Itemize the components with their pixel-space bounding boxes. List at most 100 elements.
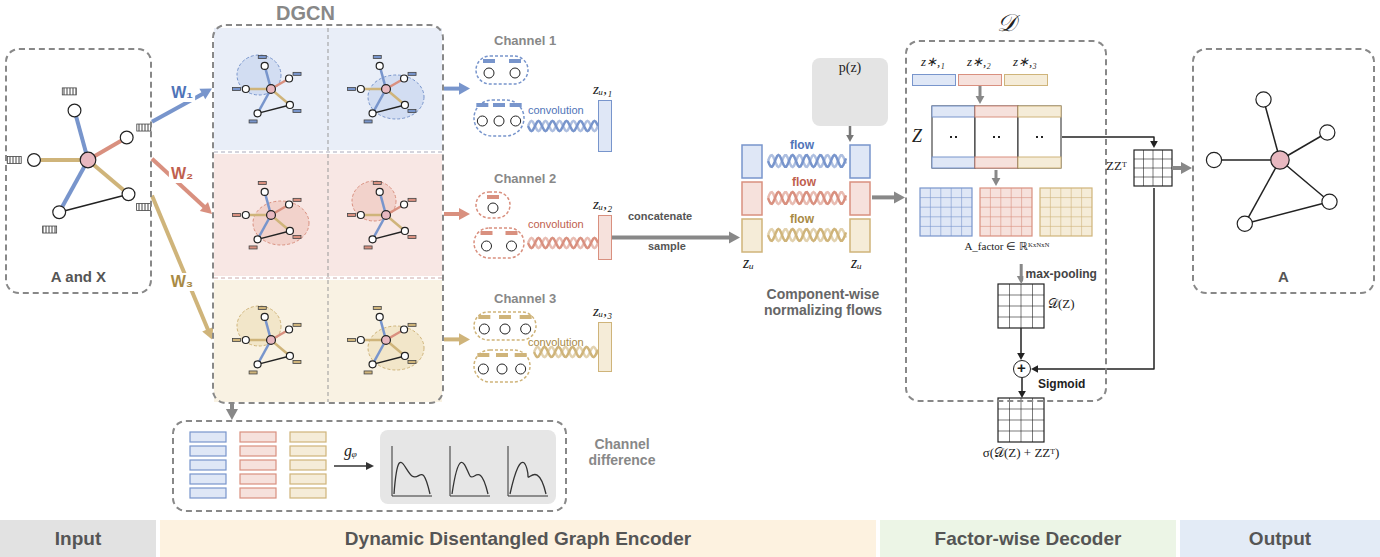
- art-stroke: [980, 197, 1032, 198]
- art-stroke: [122, 188, 135, 201]
- art-stroke: [392, 446, 393, 496]
- edge-label: max-pooling: [1024, 267, 1099, 281]
- arrowhead: [226, 409, 238, 420]
- arrowhead: [1017, 353, 1025, 360]
- art-stroke: [450, 446, 451, 496]
- art-stroke: [348, 339, 356, 342]
- art-stroke: [293, 360, 301, 363]
- art-stroke: [240, 446, 276, 456]
- arrowhead: [1018, 391, 1026, 398]
- art-stroke: [980, 188, 1032, 236]
- output-matrix: σ(𝒟(Z) + ZZᵀ): [998, 398, 1044, 442]
- arrowhead: [846, 135, 854, 142]
- art-stroke: [920, 226, 972, 227]
- art-stroke: [369, 361, 376, 368]
- arrowhead: [200, 202, 212, 214]
- art-stroke: [368, 75, 424, 119]
- art-stroke: [975, 106, 1018, 117]
- art-stroke: [476, 103, 488, 107]
- free-label: flow: [790, 213, 814, 227]
- art-stroke: [850, 219, 870, 252]
- art-stroke: [450, 496, 490, 497]
- art-stroke: [1036, 136, 1043, 138]
- art-stroke: [487, 195, 499, 199]
- arrowhead: [992, 178, 1001, 186]
- art-stroke: [286, 101, 293, 108]
- art-stroke: [68, 104, 81, 117]
- art-stroke: [768, 155, 846, 167]
- node-label: σ(𝒟(Z) + ZZᵀ): [958, 446, 1084, 461]
- art-stroke: [506, 231, 518, 235]
- art-stroke: [254, 110, 261, 117]
- connector: [444, 83, 470, 95]
- arrowhead: [1150, 141, 1158, 148]
- arrowhead: [729, 231, 740, 243]
- art-stroke: [373, 55, 381, 58]
- art-stroke: [286, 227, 293, 234]
- stage-band: Output: [1180, 520, 1380, 557]
- art-stroke: [357, 211, 364, 218]
- node-label: z∗,₁: [921, 55, 945, 70]
- art-stroke: [474, 228, 524, 258]
- art-stroke: [401, 101, 408, 108]
- factor-vector: z∗,₁: [912, 74, 956, 86]
- channel-group: Channel 3convolution: [470, 290, 580, 390]
- inner-product-matrix: ZZᵀ: [1106, 148, 1172, 188]
- art-stroke: [1081, 188, 1082, 236]
- art-stroke: [476, 56, 528, 84]
- node-label: 𝒟: [997, 10, 1016, 38]
- art-stroke: [401, 75, 408, 82]
- node-label: convolution: [528, 336, 584, 349]
- arrowhead: [1031, 365, 1038, 373]
- art-stroke: [768, 229, 846, 241]
- connector: [444, 208, 470, 220]
- art-stroke: [376, 62, 383, 69]
- art-stroke: [483, 59, 495, 63]
- art-stroke: [28, 154, 41, 167]
- node-label: zᵤ,₃: [593, 303, 612, 320]
- art-stroke: [240, 432, 276, 442]
- art-stroke: [240, 474, 276, 484]
- art-stroke: [348, 88, 356, 91]
- channel-group: Channel 2convolution: [470, 170, 580, 265]
- node-label: z∗,₃: [1013, 55, 1037, 70]
- art-stroke: [1009, 284, 1010, 328]
- art-stroke: [998, 284, 1044, 328]
- art-stroke: [258, 181, 266, 184]
- art-stroke: [286, 326, 293, 333]
- art-stroke: [980, 216, 1032, 217]
- art-stroke: [742, 145, 762, 178]
- art-stroke: [401, 326, 408, 333]
- art-stroke: [352, 181, 396, 221]
- art-stroke: [507, 241, 517, 251]
- art-stroke: [261, 62, 268, 69]
- node-label: ZZᵀ: [1106, 159, 1127, 174]
- art-stroke: [382, 211, 391, 220]
- art-stroke: [1032, 398, 1033, 442]
- node-label: p(z): [812, 60, 888, 76]
- art-stroke: [1245, 160, 1280, 224]
- art-stroke: [534, 347, 598, 357]
- art-stroke: [261, 188, 268, 195]
- art-stroke: [190, 474, 226, 484]
- art-stroke: [258, 55, 266, 58]
- art-stroke: [1206, 152, 1221, 167]
- art-stroke: [408, 323, 416, 326]
- latent-stack: zᵤ: [740, 142, 764, 274]
- art-stroke: [7, 157, 21, 164]
- art-stroke: [258, 356, 290, 364]
- art-stroke: [488, 203, 498, 213]
- art-stroke: [373, 105, 405, 113]
- art-stroke: [190, 446, 226, 456]
- art-stroke: [242, 336, 249, 343]
- art-stroke: [267, 211, 276, 220]
- channel-group: Channel 1convolution: [470, 32, 580, 142]
- art-stroke: [496, 353, 508, 357]
- art-stroke: [373, 231, 405, 239]
- art-stroke: [998, 398, 1044, 442]
- art-stroke: [394, 462, 430, 494]
- art-stroke: [357, 336, 364, 343]
- art-stroke: [990, 188, 991, 236]
- art-stroke: [528, 121, 598, 131]
- art-stroke: [242, 211, 249, 218]
